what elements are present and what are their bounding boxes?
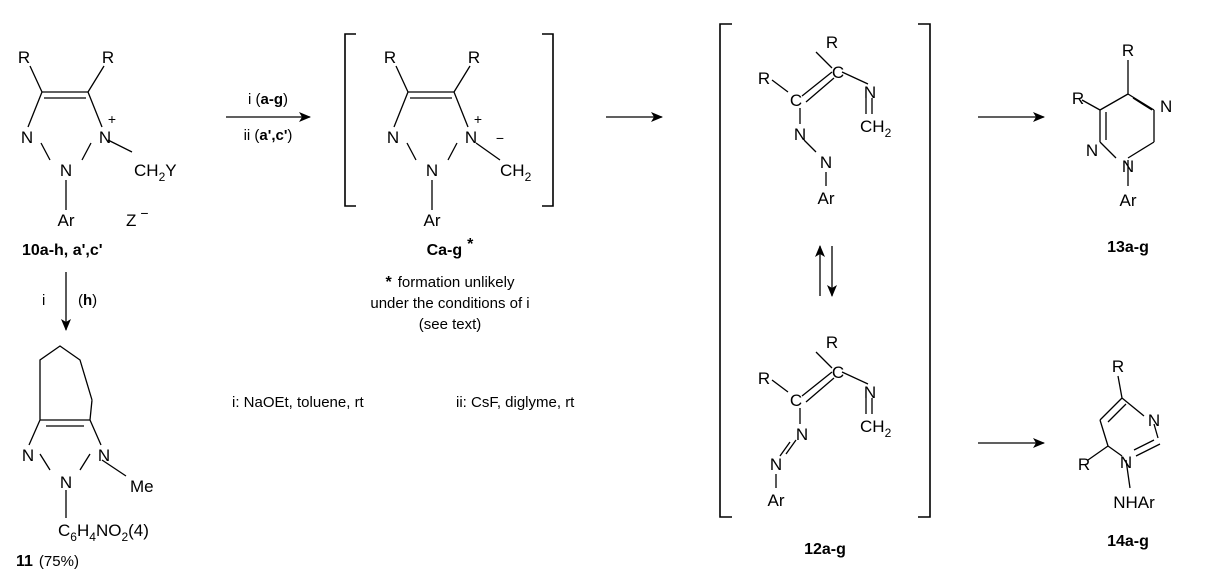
r1: R xyxy=(384,48,396,67)
compound-14: R R N N NHAr 14a-g xyxy=(1078,357,1161,550)
n-ring-1: N xyxy=(1120,453,1132,472)
r1: R xyxy=(1112,357,1124,376)
arrow-label-ii: ii (a',c') xyxy=(244,127,293,144)
condition-ii: ii: CsF, diglyme, rt xyxy=(456,394,575,411)
n-azo-1: N xyxy=(796,425,808,444)
c2: C xyxy=(832,363,844,382)
down-arrow-label-h: (h) xyxy=(78,292,97,309)
n-imine: N xyxy=(864,383,876,402)
footnote: *formation unlikely under the conditions… xyxy=(370,274,529,333)
down-arrow-label-i: i xyxy=(42,292,45,309)
conditions: i: NaOEt, toluene, rt ii: CsF, diglyme, … xyxy=(232,394,575,411)
ch2: CH2 xyxy=(860,417,892,440)
arrow-10-to-11: i (h) xyxy=(42,272,97,331)
r2: R xyxy=(826,333,838,352)
n-azo-2: N xyxy=(820,153,832,172)
n-ring-3: N xyxy=(1148,411,1160,430)
n3: N xyxy=(465,128,477,147)
n2: N xyxy=(60,473,72,492)
ch2: CH2 xyxy=(860,117,892,140)
compound-12: R R C C N CH2 N N Ar R R C C N CH2 N N A… xyxy=(719,23,931,558)
n-azo-2: N xyxy=(770,455,782,474)
label-11: 11(75%) xyxy=(16,553,79,570)
r2: R xyxy=(1078,455,1090,474)
aryl-group: C6H4NO2(4) xyxy=(58,521,149,544)
c1: C xyxy=(790,391,802,410)
condition-i: i: NaOEt, toluene, rt xyxy=(232,394,365,411)
ar: Ar xyxy=(1120,191,1137,210)
label-10: 10a-h, a',c' xyxy=(22,242,103,259)
isomer-bottom: R R C C N CH2 N N Ar xyxy=(758,333,892,510)
charge-minus: − xyxy=(496,130,504,146)
c2: C xyxy=(832,63,844,82)
compound-13: R R N N N Ar 13a-g xyxy=(1072,41,1172,256)
arrow-label-i: i (a-g) xyxy=(248,91,288,108)
compound-ca: R R N N + − N Ar CH2 Ca-g* xyxy=(344,33,554,259)
r1: R xyxy=(1072,89,1084,108)
ar: Ar xyxy=(818,189,835,208)
r2: R xyxy=(102,48,114,67)
ch2: CH2 xyxy=(500,161,532,184)
n-ring-3: N xyxy=(1160,97,1172,116)
r2: R xyxy=(468,48,480,67)
label-ca: Ca-g* xyxy=(427,236,475,259)
n2: N xyxy=(426,161,438,180)
n1: N xyxy=(21,128,33,147)
r1: R xyxy=(18,48,30,67)
n3: N xyxy=(98,446,110,465)
r2: R xyxy=(826,33,838,52)
label-13: 13a-g xyxy=(1107,239,1149,256)
nhar: NHAr xyxy=(1113,493,1155,512)
counter-ion: Z− xyxy=(126,205,149,230)
methyl: Me xyxy=(130,477,154,496)
r1: R xyxy=(758,369,770,388)
ar: Ar xyxy=(424,211,441,230)
equilibrium-arrows xyxy=(815,245,837,297)
compound-11: N N N Me C6H4NO2(4) 11(75%) xyxy=(16,345,154,570)
r2: R xyxy=(1122,41,1134,60)
ar: Ar xyxy=(58,211,75,230)
label-14: 14a-g xyxy=(1107,533,1149,550)
arrow-10-to-c: i (a-g) ii (a',c') xyxy=(226,91,311,144)
n1: N xyxy=(387,128,399,147)
n1: N xyxy=(22,446,34,465)
isomer-top: R R C C N CH2 N N Ar xyxy=(758,33,892,208)
n2: N xyxy=(60,161,72,180)
c1: C xyxy=(790,91,802,110)
footnote-line-2: under the conditions of i xyxy=(370,295,529,312)
compound-10: R R N N + N Ar CH2Y Z− 10a-h, a',c' xyxy=(18,48,177,259)
footnote-line-1: *formation unlikely xyxy=(386,274,515,291)
r1: R xyxy=(758,69,770,88)
ar: Ar xyxy=(768,491,785,510)
n3: N xyxy=(99,128,111,147)
charge-plus: + xyxy=(474,111,482,127)
n-ring-2: N xyxy=(1122,157,1134,176)
n-azo-1: N xyxy=(794,125,806,144)
n-ring-1: N xyxy=(1086,141,1098,160)
footnote-line-3: (see text) xyxy=(419,316,482,333)
charge-plus: + xyxy=(108,111,116,127)
label-12: 12a-g xyxy=(804,541,846,558)
ch2y: CH2Y xyxy=(134,161,177,184)
n-imine: N xyxy=(864,83,876,102)
